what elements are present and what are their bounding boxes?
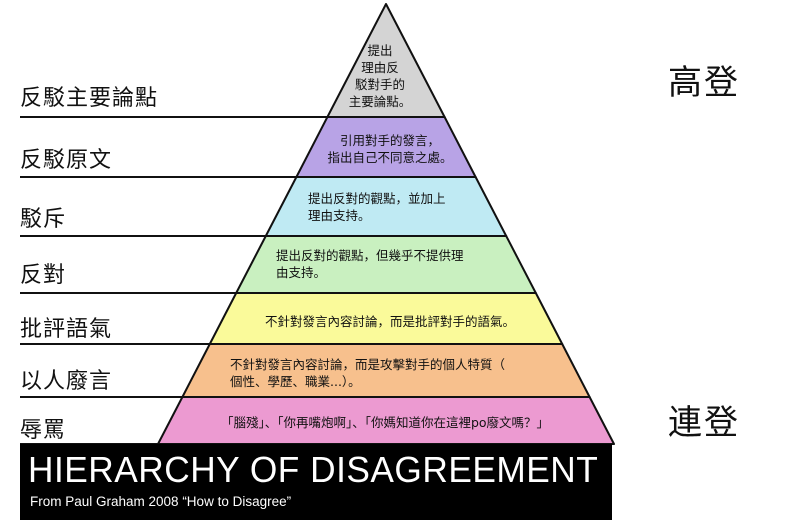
tier-text-responding-to-tone: 不針對發言內容討論，而是批評對手的語氣。 (264, 314, 515, 329)
tier-text-counterargument: 提出反對的觀點，並加上 理由支持。 (308, 191, 446, 223)
tier-text-name-calling: 「腦殘」、「你再嘴炮啊」、「你媽知道你在這裡po廢文嗎？」 (220, 415, 550, 430)
tier-label-counterargument: 駁斥 (20, 207, 67, 232)
tier-text-refute-central-point: 提出 理由反 駁對手的 主要論點。 (348, 43, 412, 109)
banner-title: HIERARCHY OF DISAGREEMENT (28, 449, 599, 490)
bottom-forum-label: 連登 (668, 403, 740, 443)
tier-label-ad-hominem: 以人廢言 (20, 369, 113, 394)
tier-text-refutation: 引用對手的發言， 指出自己不同意之處。 (327, 133, 453, 165)
tier-text-ad-hominem: 不針對發言內容討論，而是攻擊對手的個人特質（ 個性、學歷、職業...）。 (230, 357, 506, 389)
tier-label-responding-to-tone: 批評語氣 (20, 317, 113, 342)
title-banner: HIERARCHY OF DISAGREEMENT From Paul Grah… (20, 444, 612, 520)
tier-text-contradiction: 提出反對的觀點，但幾乎不提供理 由支持。 (276, 248, 464, 280)
tier-label-contradiction: 反對 (20, 263, 67, 288)
banner-subtitle: From Paul Graham 2008 “How to Disagree” (30, 494, 292, 509)
top-forum-label: 高登 (668, 63, 740, 103)
tier-label-refute-central-point: 反駁主要論點 (20, 86, 159, 111)
tier-name-calling (157, 396, 615, 445)
tier-label-refutation: 反駁原文 (20, 148, 113, 173)
tier-label-name-calling: 辱罵 (20, 418, 67, 443)
